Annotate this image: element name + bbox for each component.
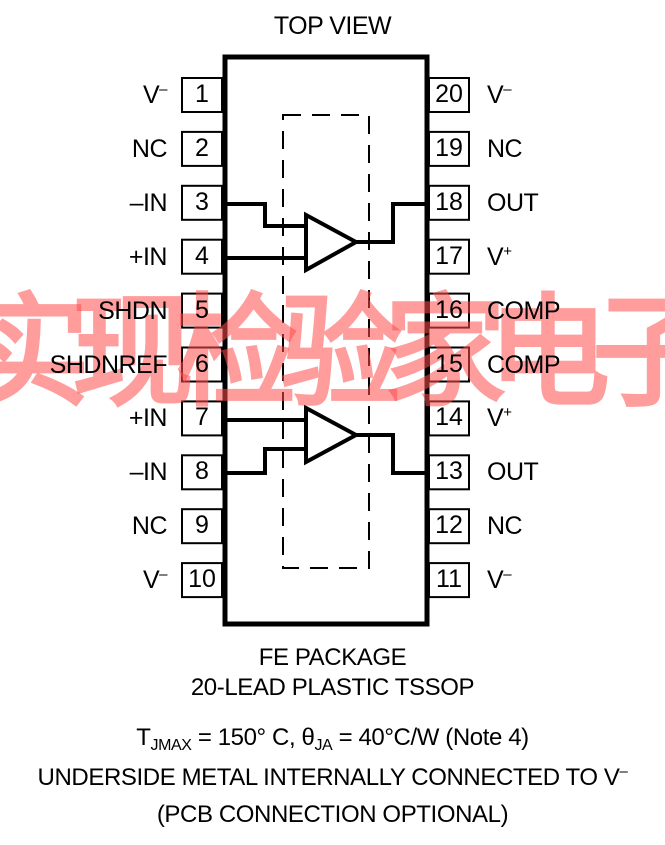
right-pin-16-label: COMP: [487, 296, 561, 325]
left-pin-5-label: SHDN: [98, 296, 167, 325]
thermal-spec: TJMAX = 150° C, θJA = 40°C/W (Note 4): [0, 723, 665, 754]
right-pin-19-box: [428, 130, 470, 167]
left-pin-9-box: [181, 508, 223, 545]
left-pin-8-box: [181, 454, 223, 491]
tjmax-subscript: JMAX: [150, 737, 192, 754]
package-body: [222, 54, 430, 627]
right-pin-11-label: V–: [487, 566, 512, 595]
right-pin-18-number: 18: [435, 187, 463, 216]
underside-note: UNDERSIDE METAL INTERNALLY CONNECTED TO …: [0, 763, 665, 793]
theta-symbol: θ: [301, 724, 315, 751]
left-pin-2-number: 2: [195, 133, 209, 162]
right-pin-boxes: [428, 77, 470, 599]
right-pin-14-label: V+: [487, 404, 512, 433]
right-pin-13-box: [428, 454, 470, 491]
diagram-title: TOP VIEW: [273, 12, 392, 40]
package-name: FE PACKAGE: [258, 644, 407, 671]
right-pin-11-number: 11: [436, 565, 462, 594]
left-pin-9-label: NC: [131, 512, 168, 541]
left-pin-boxes: [181, 77, 223, 599]
left-pin-5-box: [181, 292, 223, 329]
amp-b-output-wire: [356, 433, 425, 475]
left-pin-3-number: 3: [195, 187, 209, 216]
left-pin-1-label: V–: [142, 81, 168, 109]
right-pin-20-box: [428, 77, 470, 113]
left-pin-3-box: [181, 184, 223, 221]
left-pin-8-number: 8: [195, 457, 209, 486]
theta-subscript: JA: [314, 737, 333, 754]
right-pin-12-box: [428, 508, 470, 545]
left-pin-3-label: –IN: [129, 188, 168, 217]
right-pin-17-label: V+: [487, 242, 512, 271]
right-pin-16-box: [428, 292, 470, 329]
underside-note-superscript: –: [619, 763, 628, 780]
amp-a-output-wire: [356, 202, 425, 244]
right-pin-13-label: OUT: [487, 458, 539, 487]
right-pin-19-number: 19: [435, 133, 463, 162]
amplifier-b: [227, 404, 425, 475]
right-pin-15-box: [428, 346, 470, 383]
underside-note-text: UNDERSIDE METAL INTERNALLY CONNECTED TO …: [37, 764, 620, 791]
left-pin-4-label: +IN: [128, 242, 168, 271]
theta-value: = 40°C/W (Note 4): [332, 724, 530, 751]
right-pin-15-label: COMP: [487, 350, 561, 379]
right-pin-13-number: 13: [435, 457, 463, 486]
tjmax-symbol: T: [136, 724, 151, 751]
left-pin-10-number: 10: [188, 565, 216, 594]
right-pin-12-label: NC: [487, 512, 523, 541]
right-pin-15-number: 15: [435, 349, 463, 378]
right-pin-20-number: 20: [435, 80, 463, 108]
left-pin-7-number: 7: [195, 403, 209, 432]
exposed-pad-outline: [282, 114, 370, 569]
right-pin-12-number: 12: [435, 511, 463, 540]
left-pin-7-box: [181, 400, 223, 437]
left-pin-2-box: [181, 130, 223, 167]
left-pin-9-number: 9: [195, 511, 209, 540]
left-pin-4-number: 4: [195, 241, 209, 270]
pcb-connection-note: (PCB CONNECTION OPTIONAL): [156, 801, 509, 828]
left-pin-6-number: 6: [195, 349, 209, 378]
package-description: 20-LEAD PLASTIC TSSOP: [190, 674, 475, 701]
right-pin-17-number: 17: [435, 241, 463, 270]
left-pin-1-box: [181, 77, 223, 113]
tjmax-value: = 150° C,: [191, 724, 302, 751]
left-pin-10-box: [181, 562, 223, 599]
right-pin-14-box: [428, 400, 470, 437]
left-pin-4-box: [181, 238, 223, 275]
right-pin-20-label: V–: [487, 81, 512, 109]
right-pin-16-number: 16: [435, 295, 463, 324]
right-pin-17-box: [428, 238, 470, 275]
amplifier-a: [227, 202, 425, 274]
left-pin-8-label: –IN: [129, 458, 168, 487]
right-pin-11-box: [428, 562, 470, 599]
amp-b-inverting-wire: [227, 447, 306, 475]
left-pin-10-label: V–: [142, 566, 168, 595]
amp-a-inverting-wire: [227, 202, 306, 228]
left-pin-2-label: NC: [131, 134, 168, 163]
right-pin-19-label: NC: [487, 134, 523, 163]
left-pin-5-number: 5: [195, 295, 209, 324]
left-pin-7-label: +IN: [128, 404, 168, 433]
right-pin-14-number: 14: [435, 403, 463, 432]
amplifier-a-triangle: [304, 211, 361, 274]
left-pin-6-box: [181, 346, 223, 383]
left-pin-6-label: SHDNREF: [49, 350, 168, 379]
left-pin-1-number: 1: [195, 80, 209, 108]
right-pin-18-label: OUT: [487, 188, 539, 217]
right-pin-18-box: [428, 184, 470, 221]
amplifier-b-triangle: [304, 404, 361, 466]
